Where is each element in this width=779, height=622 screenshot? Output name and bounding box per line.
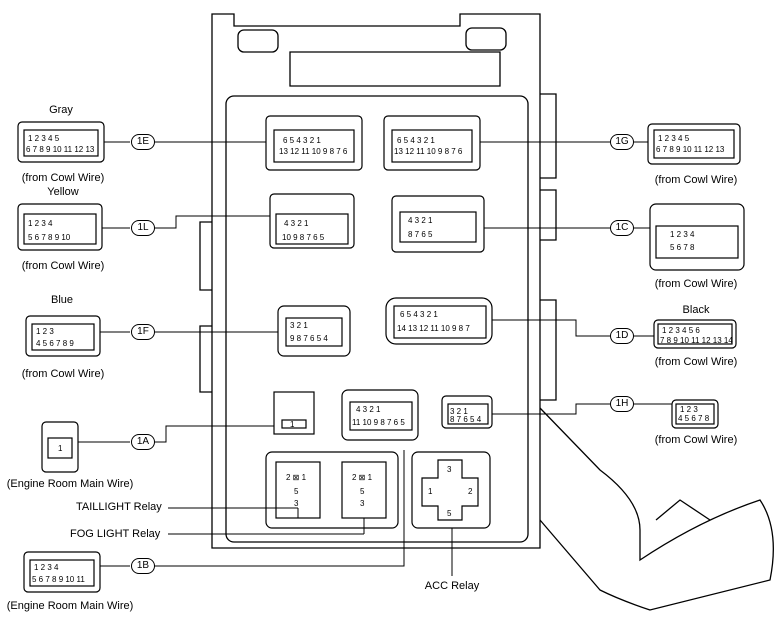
svg-text:6 5 4 3 2 1: 6 5 4 3 2 1 — [400, 310, 438, 319]
svg-text:1: 1 — [428, 487, 433, 496]
svg-text:14 13 12 11 10 9 8 7: 14 13 12 11 10 9 8 7 — [397, 324, 470, 333]
connector-1f-source: (from Cowl Wire) — [21, 368, 105, 380]
svg-text:5 6 7 8 9 10 11: 5 6 7 8 9 10 11 — [32, 575, 85, 584]
svg-text:2 ⊠ 1: 2 ⊠ 1 — [352, 473, 373, 482]
svg-text:1 2 3 4: 1 2 3 4 — [34, 563, 59, 572]
svg-text:6 7 8 9 10 11 12 13: 6 7 8 9 10 11 12 13 — [26, 145, 95, 154]
connector-1b-source: (Engine Room Main Wire) — [6, 600, 134, 612]
svg-text:1 2 3 4 5: 1 2 3 4 5 — [28, 134, 60, 143]
connector-1l-source: (from Cowl Wire) — [21, 260, 105, 272]
connector-1g-source: (from Cowl Wire) — [654, 174, 738, 186]
svg-text:2 ⊠ 1: 2 ⊠ 1 — [286, 473, 307, 482]
svg-text:5 6 7 8: 5 6 7 8 — [670, 243, 695, 252]
connector-1a-source: (Engine Room Main Wire) — [6, 478, 134, 490]
connector-1e-source: (from Cowl Wire) — [21, 172, 105, 184]
connector-tag-1e: 1E — [131, 134, 155, 150]
svg-text:1 2 3: 1 2 3 — [36, 327, 54, 336]
svg-text:10 9 8 7 6 5: 10 9 8 7 6 5 — [282, 233, 325, 242]
svg-text:5: 5 — [447, 509, 452, 518]
svg-text:13 12 11 10 9 8 7 6: 13 12 11 10 9 8 7 6 — [394, 147, 463, 156]
svg-text:6 7 8 9 10 11 12 13: 6 7 8 9 10 11 12 13 — [656, 145, 725, 154]
svg-text:8 7 6 5 4: 8 7 6 5 4 — [450, 415, 482, 424]
connector-1d-color: Black — [682, 304, 710, 316]
svg-text:4 3 2 1: 4 3 2 1 — [356, 405, 381, 414]
connector-tag-1f: 1F — [131, 324, 155, 340]
junction-block-panel — [225, 95, 529, 543]
svg-text:6 5 4 3 2 1: 6 5 4 3 2 1 — [283, 136, 321, 145]
svg-text:1 2 3 4 5 6: 1 2 3 4 5 6 — [662, 326, 700, 335]
connector-1d-source: (from Cowl Wire) — [654, 356, 738, 368]
svg-text:11 10 9 8 7 6 5: 11 10 9 8 7 6 5 — [352, 418, 405, 427]
junction-block-housing — [211, 13, 541, 549]
svg-text:1 2 3: 1 2 3 — [680, 405, 698, 414]
connector-tag-1a: 1A — [131, 434, 155, 450]
svg-text:9 8 7 6 5 4: 9 8 7 6 5 4 — [290, 334, 328, 343]
svg-text:6 5 4 3 2 1: 6 5 4 3 2 1 — [397, 136, 435, 145]
svg-text:4 3 2 1: 4 3 2 1 — [284, 219, 309, 228]
foglight-relay-label: FOG LIGHT Relay — [70, 528, 161, 540]
svg-text:13 12 11 10 9 8 7 6: 13 12 11 10 9 8 7 6 — [279, 147, 348, 156]
connector-1f-color: Blue — [50, 294, 74, 306]
svg-text:3 2 1: 3 2 1 — [450, 407, 468, 416]
connector-1h-source: (from Cowl Wire) — [654, 434, 738, 446]
connector-tag-1d: 1D — [610, 328, 634, 344]
svg-text:1 2 3 4: 1 2 3 4 — [670, 230, 695, 239]
connector-1c-source: (from Cowl Wire) — [654, 278, 738, 290]
svg-text:1 2 3 4: 1 2 3 4 — [28, 219, 53, 228]
connector-tag-1c: 1C — [610, 220, 634, 236]
svg-text:4 3 2 1: 4 3 2 1 — [408, 216, 433, 225]
svg-text:4 5 6 7 8: 4 5 6 7 8 — [678, 414, 710, 423]
svg-text:8 7 6 5: 8 7 6 5 — [408, 230, 433, 239]
svg-text:3 2 1: 3 2 1 — [290, 321, 308, 330]
svg-text:7 8 9 10 11 12 13 14: 7 8 9 10 11 12 13 14 — [660, 336, 733, 345]
svg-text:3: 3 — [360, 499, 365, 508]
connector-1e-color: Gray — [49, 104, 73, 116]
connector-tag-1g: 1G — [610, 134, 634, 150]
svg-text:1: 1 — [290, 420, 295, 429]
svg-text:5 6 7 8 9 10: 5 6 7 8 9 10 — [28, 233, 71, 242]
connector-1l-color: Yellow — [47, 186, 79, 198]
taillight-relay-label: TAILLIGHT Relay — [76, 501, 162, 513]
svg-text:5: 5 — [360, 487, 365, 496]
svg-text:4 5 6 7 8 9: 4 5 6 7 8 9 — [36, 339, 74, 348]
connector-tag-1h: 1H — [610, 396, 634, 412]
svg-text:3: 3 — [294, 499, 299, 508]
svg-text:5: 5 — [294, 487, 299, 496]
svg-text:2: 2 — [468, 487, 473, 496]
svg-text:1: 1 — [58, 444, 63, 453]
bracket-arm — [539, 407, 774, 611]
acc-relay-label: ACC Relay — [424, 580, 480, 592]
svg-text:1 2 3 4 5: 1 2 3 4 5 — [658, 134, 690, 143]
svg-text:3: 3 — [447, 465, 452, 474]
connector-tag-1l: 1L — [131, 220, 155, 236]
connector-tag-1b: 1B — [131, 558, 155, 574]
